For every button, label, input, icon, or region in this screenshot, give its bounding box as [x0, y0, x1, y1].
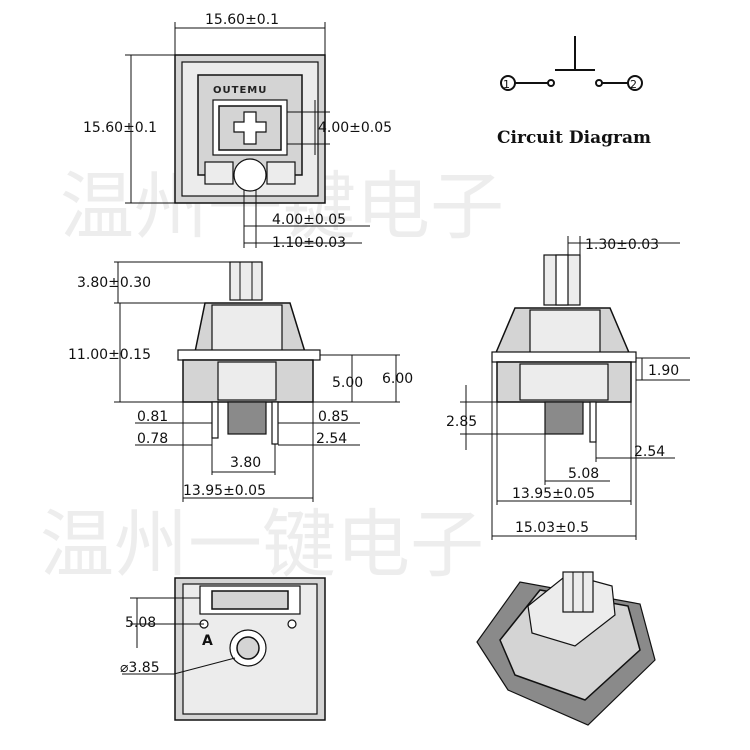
dim-side-190: 1.90 — [648, 363, 679, 379]
dim-front-380: 3.80 — [230, 455, 261, 471]
dim-front-body-height: 11.00±0.15 — [68, 347, 151, 363]
top-view: OUTEMU 15.60±0.1 15.60±0.1 4.00±0.05 4.0… — [83, 12, 392, 251]
pin2-label: 2 — [630, 78, 637, 91]
side-upper-face — [529, 309, 601, 356]
dim-top-cross: 4.00±0.05 — [318, 120, 392, 136]
dim-top-height: 15.60±0.1 — [83, 120, 157, 136]
front-stem — [229, 261, 263, 301]
dim-front-254: 2.54 — [316, 431, 347, 447]
top-view-tab-left — [204, 161, 234, 185]
dim-top-width: 15.60±0.1 — [205, 12, 279, 28]
watermark-row2: 温州一键电子 — [40, 502, 484, 588]
side-stem-slot — [555, 254, 569, 306]
side-pin — [589, 401, 597, 443]
bottom-center-hole-inner — [236, 636, 260, 660]
circuit-title: Circuit Diagram — [497, 128, 651, 148]
iso-stem — [562, 571, 594, 613]
dim-leader — [173, 657, 236, 675]
front-upper-face — [211, 304, 283, 353]
side-view: 1.30±0.03 1.90 2.85 2.54 5.08 13.95±0.05… — [446, 236, 690, 540]
front-center-post — [227, 401, 267, 435]
bottom-view: A 5.08 ⌀3.85 — [120, 577, 326, 721]
pin2-terminal — [627, 75, 643, 91]
dim-front-base-width: 13.95±0.05 — [183, 483, 266, 499]
side-plate-line — [491, 351, 637, 363]
bottom-letter-a: A — [202, 633, 213, 649]
dim-bottom-508: 5.08 — [125, 615, 156, 631]
front-lower-face — [217, 361, 277, 401]
front-pin-right — [271, 401, 279, 445]
iso-view — [476, 571, 656, 726]
dim-front-081: 0.81 — [137, 409, 168, 425]
circuit-diagram: 1 2 Circuit Diagram — [497, 36, 651, 148]
dim-top-stem-slot: 1.10±0.03 — [272, 235, 346, 251]
side-center-post — [544, 401, 584, 435]
front-pin-left — [211, 401, 219, 439]
dim-front-078: 0.78 — [137, 431, 168, 447]
top-view-tab-right — [266, 161, 296, 185]
dim-front-500: 5.00 — [332, 375, 363, 391]
bottom-pin-hole-2 — [287, 619, 297, 629]
dim-side-285: 2.85 — [446, 414, 477, 430]
dim-front-085: 0.85 — [318, 409, 349, 425]
dim-side-508: 5.08 — [568, 466, 599, 482]
dim-top-stem-width: 4.00±0.05 — [272, 212, 346, 228]
side-lower-face — [519, 363, 609, 401]
dim-side-stem-slot: 1.30±0.03 — [585, 237, 659, 253]
circuit-contact — [547, 79, 555, 87]
circuit-contact — [595, 79, 603, 87]
dim-front-stem-height: 3.80±0.30 — [77, 275, 151, 291]
pin1-label: 1 — [503, 78, 510, 91]
front-plate-line — [177, 349, 321, 361]
dim-front-600: 6.00 — [382, 371, 413, 387]
dim-bottom-hole: ⌀3.85 — [120, 660, 160, 676]
bottom-led-inner — [211, 590, 289, 610]
dim-side-total-width: 15.03±0.5 — [515, 520, 589, 536]
front-view: 3.80±0.30 11.00±0.15 5.00 6.00 0.81 0.78… — [68, 261, 413, 502]
top-view-led-window — [233, 158, 267, 192]
brand-logo: OUTEMU — [213, 85, 267, 96]
stem-cross-icon — [233, 111, 267, 145]
dim-side-254: 2.54 — [634, 444, 665, 460]
dim-side-base-width: 13.95±0.05 — [512, 486, 595, 502]
